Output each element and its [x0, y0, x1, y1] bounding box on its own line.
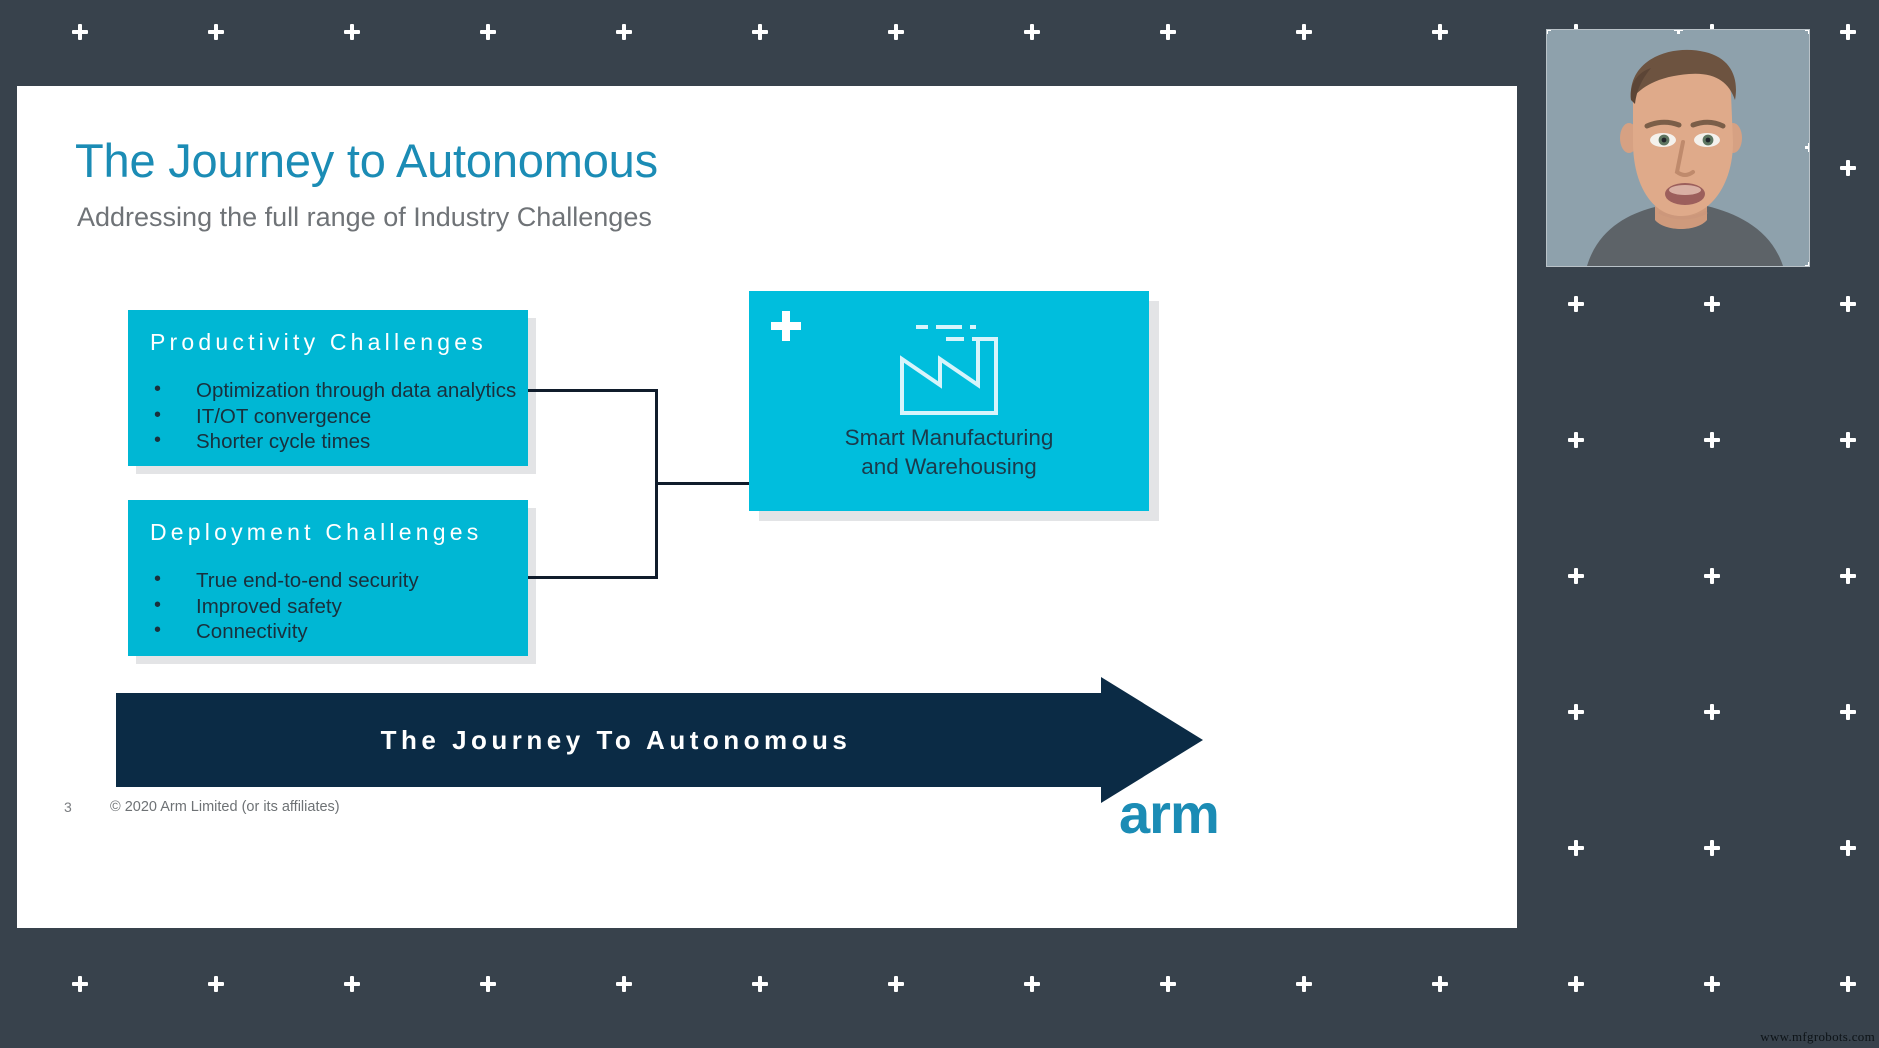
card-bullet-list: Optimization through data analytics IT/O…	[146, 377, 516, 455]
panel-label-line2: and Warehousing	[861, 454, 1037, 479]
arrow-shape	[116, 677, 1203, 803]
panel-label: Smart Manufacturing and Warehousing	[749, 423, 1149, 481]
plus-icon	[480, 24, 496, 40]
page-number: 3	[64, 799, 72, 815]
card-productivity-challenges: Productivity Challenges Optimization thr…	[128, 310, 536, 474]
plus-icon	[1840, 432, 1856, 448]
journey-arrow-banner: The Journey To Autonomous	[116, 677, 1203, 803]
plus-icon	[1704, 432, 1720, 448]
plus-icon	[1568, 296, 1584, 312]
resize-handle-bottom-right[interactable]	[1805, 262, 1809, 266]
plus-icon	[1840, 160, 1856, 176]
plus-icon	[1568, 568, 1584, 584]
plus-icon	[1160, 976, 1176, 992]
panel-label-line1: Smart Manufacturing	[844, 425, 1054, 450]
panel-smart-manufacturing: Smart Manufacturing and Warehousing	[749, 291, 1159, 521]
connector-line-bottom	[528, 576, 658, 579]
plus-icon	[1024, 24, 1040, 40]
resize-handle-middle-right[interactable]	[1805, 143, 1809, 152]
list-item: IT/OT convergence	[146, 403, 516, 430]
resize-handle-top-center[interactable]	[1674, 30, 1683, 34]
card-heading: Deployment Challenges	[150, 519, 483, 545]
plus-icon	[1568, 976, 1584, 992]
slide-title: The Journey to Autonomous	[75, 134, 658, 187]
site-watermark: www.mfgrobots.com	[1760, 1029, 1875, 1044]
copyright-notice: © 2020 Arm Limited (or its affiliates)	[110, 799, 340, 815]
plus-icon	[771, 311, 801, 341]
plus-icon	[752, 24, 768, 40]
plus-icon	[888, 976, 904, 992]
slide-canvas: The Journey to Autonomous Addressing the…	[17, 86, 1517, 928]
plus-icon	[1840, 568, 1856, 584]
presenter-webcam[interactable]	[1546, 29, 1810, 267]
card-body: Deployment Challenges True end-to-end se…	[128, 500, 528, 656]
card-heading: Productivity Challenges	[150, 329, 487, 355]
plus-icon	[1840, 840, 1856, 856]
plus-icon	[1840, 976, 1856, 992]
card-deployment-challenges: Deployment Challenges True end-to-end se…	[128, 500, 536, 664]
plus-icon	[1568, 704, 1584, 720]
plus-icon	[1296, 24, 1312, 40]
plus-icon	[1840, 704, 1856, 720]
plus-icon	[1704, 976, 1720, 992]
factory-icon	[900, 325, 998, 415]
plus-icon	[888, 24, 904, 40]
list-item: True end-to-end security	[146, 567, 419, 594]
plus-icon	[1840, 24, 1856, 40]
resize-handle-top-left[interactable]	[1547, 30, 1551, 34]
list-item: Optimization through data analytics	[146, 377, 516, 404]
plus-icon	[1432, 24, 1448, 40]
connector-line-top	[528, 389, 658, 392]
plus-icon	[344, 24, 360, 40]
plus-icon	[616, 24, 632, 40]
plus-icon	[72, 976, 88, 992]
slide-subtitle: Addressing the full range of Industry Ch…	[77, 202, 652, 232]
plus-icon	[72, 24, 88, 40]
plus-icon	[616, 976, 632, 992]
card-body: Productivity Challenges Optimization thr…	[128, 310, 528, 466]
arm-logo: arm	[1119, 782, 1220, 845]
resize-handle-top-right[interactable]	[1805, 30, 1809, 34]
plus-icon	[208, 976, 224, 992]
list-item: Connectivity	[146, 618, 419, 645]
list-item: Improved safety	[146, 593, 419, 620]
plus-icon	[344, 976, 360, 992]
plus-icon	[1840, 296, 1856, 312]
plus-icon	[1160, 24, 1176, 40]
webcam-video	[1547, 30, 1809, 266]
plus-icon	[1568, 432, 1584, 448]
plus-icon	[1704, 296, 1720, 312]
plus-icon	[1704, 568, 1720, 584]
plus-icon	[1568, 840, 1584, 856]
card-bullet-list: True end-to-end security Improved safety…	[146, 567, 419, 645]
connector-line-outcome	[655, 482, 765, 485]
plus-icon	[1704, 704, 1720, 720]
list-item: Shorter cycle times	[146, 428, 516, 455]
plus-icon	[1432, 976, 1448, 992]
plus-icon	[752, 976, 768, 992]
plus-icon	[1296, 976, 1312, 992]
plus-icon	[480, 976, 496, 992]
plus-icon	[208, 24, 224, 40]
panel-body: Smart Manufacturing and Warehousing	[749, 291, 1149, 511]
plus-icon	[1704, 840, 1720, 856]
plus-icon	[1024, 976, 1040, 992]
